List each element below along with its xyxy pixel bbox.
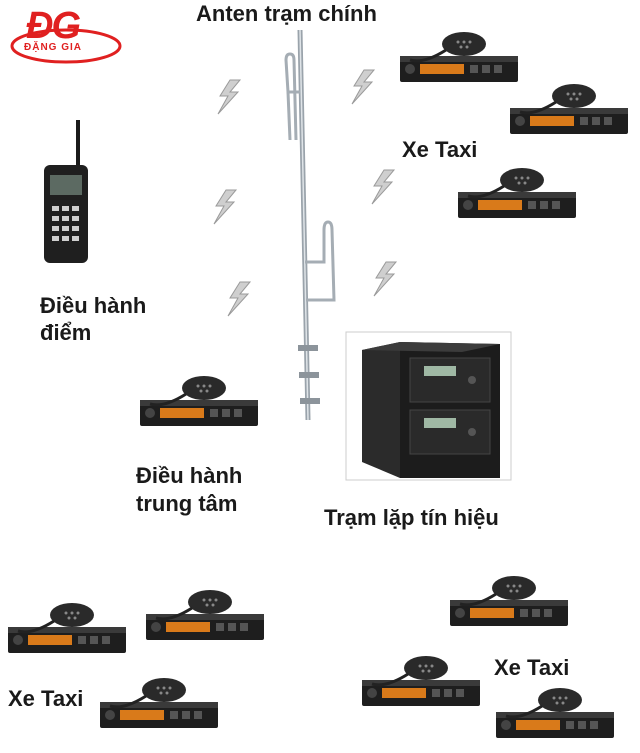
logo-text: ĐẶNG GIA (24, 42, 82, 53)
mobile-radio-icon (448, 574, 570, 628)
logo-mark: ĐG (26, 5, 81, 47)
mobile-radio-icon (508, 82, 630, 136)
mobile-radio-icon (494, 686, 616, 740)
mobile-radio-icon (398, 30, 520, 84)
handheld-radio-icon (44, 120, 88, 263)
handheld-label-line1: Điều hành (40, 293, 147, 318)
lightning-signal-icon (227, 281, 251, 317)
mobile-radio-icon (6, 601, 128, 655)
mobile-radio-icon (144, 588, 266, 642)
antenna-icon (284, 29, 336, 421)
handheld-label-line2: điểm (40, 320, 92, 345)
lightning-signal-icon (351, 69, 375, 105)
lightning-signal-icon (371, 169, 395, 205)
center-label-line2: trung tâm (136, 491, 238, 516)
logo-swoosh-icon (10, 28, 122, 64)
mobile-radio-icon (98, 676, 220, 730)
taxi-label-bottom-right: Xe Taxi (494, 655, 570, 680)
repeater-label: Trạm lặp tín hiệu (324, 505, 499, 530)
lightning-signal-icon (373, 261, 397, 297)
dang-gia-logo: ĐG ĐẶNG GIA (4, 6, 124, 66)
antenna-label: Anten trạm chính (196, 1, 377, 26)
center-label-line1: Điều hành (136, 463, 243, 488)
lightning-signal-icon (217, 79, 241, 115)
lightning-signal-icon (213, 189, 237, 225)
mobile-radio-icon (138, 374, 260, 428)
taxi-label-top: Xe Taxi (402, 137, 478, 162)
repeater-station-icon (345, 331, 512, 481)
mobile-radio-icon (456, 166, 578, 220)
taxi-label-bottom-left: Xe Taxi (8, 686, 84, 711)
mobile-radio-icon (360, 654, 482, 708)
